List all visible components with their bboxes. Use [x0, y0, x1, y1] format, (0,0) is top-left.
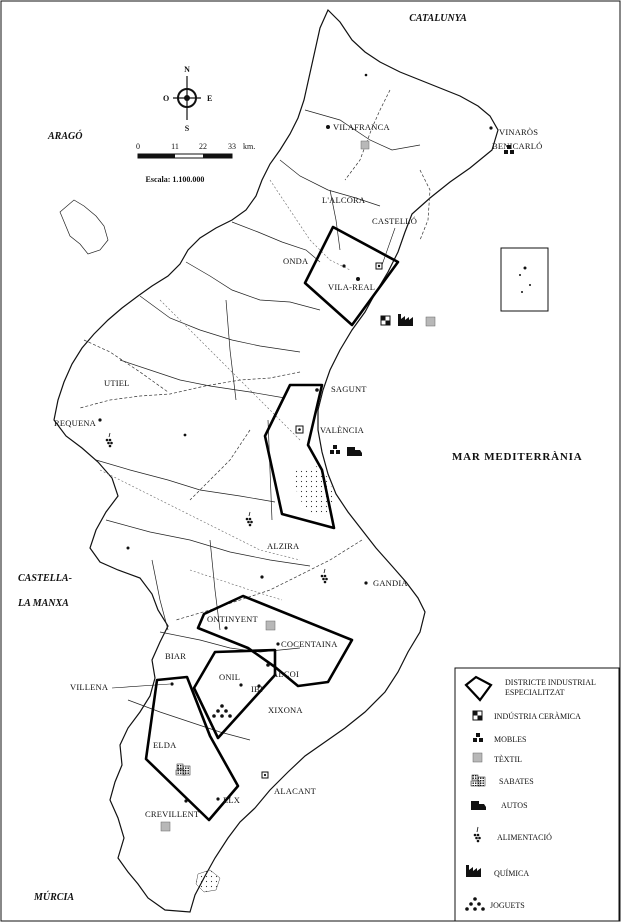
- symbol-textile-alcoi: [265, 620, 276, 631]
- town-onil: ONIL: [219, 672, 240, 682]
- district-onil: [192, 648, 277, 740]
- town-elx: ELX: [223, 795, 240, 805]
- town-ontinyent: ONTINYENT: [207, 614, 259, 624]
- region-catalunya: CATALUNYA: [409, 13, 467, 24]
- town-utiel: UTIEL: [104, 378, 130, 388]
- elx-marsh: [195, 869, 221, 893]
- town-sagunt: SAGUNT: [331, 384, 367, 394]
- legend-shoes: SABATES: [499, 777, 534, 786]
- district-valencia: [263, 383, 336, 530]
- legend-textile: TÈXTIL: [494, 754, 522, 764]
- sea-label: MAR MEDITERRÀNIA: [452, 451, 582, 463]
- symbol-furniture-valencia: [330, 445, 340, 454]
- symbol-textile-crevillent: [160, 821, 171, 832]
- district-castello: [303, 225, 400, 327]
- town-alzira: ALZIRA: [267, 541, 300, 551]
- scale-tick-0: 0: [136, 142, 140, 151]
- town-cocentaina: COCENTAINA: [281, 639, 338, 649]
- symbol-ceramics-castello: [380, 315, 391, 326]
- legend-furniture: MOBLES: [494, 735, 526, 744]
- western-enclave-outline: [59, 199, 109, 255]
- town-onda: ONDA: [283, 256, 309, 266]
- legend-district-1: DISTRICTE INDUSTRIAL: [505, 678, 596, 687]
- valencian-community-outline: [53, 8, 499, 913]
- compass-north: N: [184, 65, 190, 74]
- scale-tick-33: 33: [228, 142, 236, 151]
- symbol-food-requena: [105, 432, 113, 448]
- town-alacant: ALACANT: [274, 786, 317, 796]
- region-arago: ARAGÓ: [47, 130, 82, 142]
- symbol-textile-vilafranca: [360, 140, 370, 150]
- compass-west: O: [163, 94, 169, 103]
- towns: VINARÒS BENICARLÓ VILAFRANCA L'ALCORA CA…: [54, 73, 542, 819]
- town-biar: BIAR: [165, 651, 186, 661]
- compass-east: E: [207, 94, 212, 103]
- scale-text: Escala: 1.100.000: [146, 175, 205, 184]
- scale-tick-22: 22: [199, 142, 207, 151]
- symbol-furniture-benicarlo: [504, 145, 514, 154]
- legend-district-icon: [464, 675, 493, 702]
- symbol-toys-ibi: [212, 704, 232, 718]
- legend-toys-icon: [465, 897, 485, 911]
- legend-autos: AUTOS: [501, 801, 528, 810]
- province-borders: [79, 89, 431, 621]
- symbol-food-gandia: [320, 568, 328, 584]
- town-castello: CASTELLÓ: [372, 216, 417, 226]
- symbol-shoes-elda: [175, 763, 191, 776]
- town-lalcora: L'ALCORA: [322, 195, 366, 205]
- scale-bar: 0 11 22 33 km. Escala: 1.100.000: [136, 142, 255, 184]
- town-vilareal: VILA-REAL: [328, 282, 375, 292]
- legend-furniture-icon: [473, 733, 483, 742]
- legend-ceramics-icon: [472, 710, 483, 721]
- legend: DISTRICTE INDUSTRIAL ESPECIALITZAT INDÚS…: [454, 667, 620, 922]
- region-castella-2: LA MANXA: [17, 598, 69, 609]
- town-elda: ELDA: [153, 740, 177, 750]
- legend-food-icon: [473, 826, 481, 843]
- compass-rose: N S E O: [163, 65, 212, 133]
- town-ibi: IBI: [251, 684, 263, 694]
- region-murcia: MÚRCIA: [33, 891, 74, 903]
- legend-textile-icon: [472, 752, 483, 763]
- legend-box: [454, 667, 620, 922]
- symbol-chemical-castello: [398, 314, 413, 326]
- legend-autos-icon: [471, 801, 486, 810]
- town-valencia: VALÈNCIA: [320, 425, 365, 435]
- legend-shoes-icon: [470, 774, 486, 787]
- town-benicarlo: BENICARLÓ: [492, 141, 542, 151]
- comarca-borders: [95, 109, 421, 741]
- symbol-food-middle: [245, 511, 253, 527]
- columbretes-inset: [500, 247, 549, 312]
- town-alcoi: ALCOI: [272, 669, 299, 679]
- legend-district-2: ESPECIALITZAT: [505, 688, 565, 697]
- map-industry-symbols: [105, 140, 514, 832]
- legend-chemical-icon: [466, 865, 481, 877]
- rivers: [99, 179, 351, 601]
- town-requena: REQUENA: [54, 418, 97, 428]
- town-gandia: GANDIA: [373, 578, 408, 588]
- legend-chemical: QUÍMICA: [494, 868, 529, 878]
- town-xixona: XIXONA: [268, 705, 303, 715]
- legend-ceramics: INDÚSTRIA CERÀMICA: [494, 711, 581, 721]
- compass-south: S: [185, 124, 190, 133]
- region-castella-1: CASTELLA-: [18, 573, 72, 584]
- town-vinaros: VINARÒS: [499, 127, 538, 137]
- town-vilafranca: VILAFRANCA: [333, 122, 390, 132]
- legend-food: ALIMENTACIÓ: [497, 832, 552, 842]
- town-crevillent: CREVILLENT: [145, 809, 200, 819]
- town-villena: VILLENA: [70, 682, 109, 692]
- symbol-autos-valencia: [347, 447, 362, 456]
- legend-toys: JOGUETS: [490, 901, 525, 910]
- symbol-textile-castello: [425, 316, 436, 327]
- scale-tick-11: 11: [171, 142, 179, 151]
- scale-unit: km.: [243, 142, 255, 151]
- district-elda: [144, 675, 240, 822]
